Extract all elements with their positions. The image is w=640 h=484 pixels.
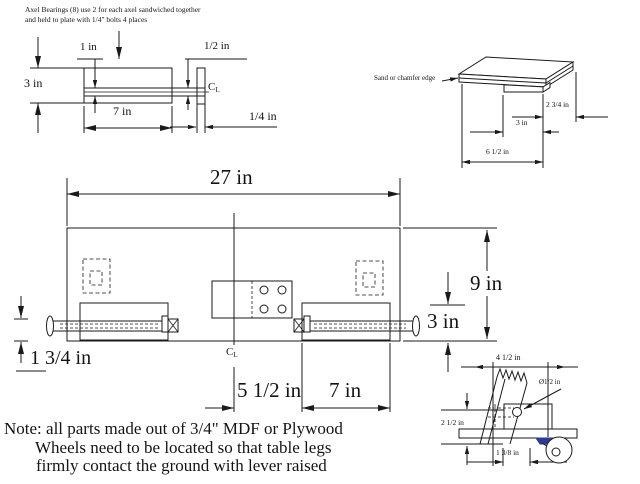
iso-callout: Sand or chamfer edge	[374, 74, 436, 82]
caster-dim-hole: Ø1/2 in	[539, 378, 561, 386]
front-centerline-symbol: CL	[226, 347, 238, 359]
front-view-drawing	[14, 178, 497, 412]
front-dim-block-length: 7 in	[329, 378, 362, 402]
caster-dim-height: 2 1/2 in	[441, 418, 464, 427]
centerline-c: C	[226, 346, 234, 358]
side-dim-length: 7 in	[113, 104, 132, 118]
centerline-c: C	[208, 81, 216, 93]
iso-dim-overhang: 2 3/4 in	[546, 100, 569, 109]
side-view-drawing	[30, 31, 277, 133]
front-dim-axle-offset: 1 3/4 in	[30, 347, 92, 369]
side-centerline-symbol: CL	[208, 82, 220, 94]
centerline-l: L	[233, 350, 238, 359]
front-dim-center-to-block: 5 1/2 in	[237, 378, 302, 402]
iso-dim-width: 6 1/2 in	[486, 147, 509, 156]
material-note: Note: all parts made out of 3/4" MDF or …	[4, 419, 343, 438]
side-dim-plate: 1/4 in	[249, 109, 277, 123]
bearing-note-line2: and held to plate with 1/4" bolts 4 plac…	[25, 15, 148, 24]
bearing-note-line1: Axel Bearings (8) use 2 for each axel sa…	[25, 5, 201, 14]
caster-dim-wheel-offset: 1 3/8 in	[496, 448, 519, 457]
side-dim-hole: 1/2 in	[204, 40, 230, 52]
front-dim-width: 27 in	[210, 165, 253, 189]
iso-dim-block: 3 in	[516, 118, 528, 127]
front-dim-axle-zone: 3 in	[427, 309, 460, 333]
side-dim-top: 1 in	[80, 41, 97, 53]
wheels-note-line2: firmly contact the ground with lever rai…	[36, 456, 327, 475]
centerline-l: L	[215, 85, 220, 94]
front-dim-height: 9 in	[470, 271, 503, 295]
side-dim-height: 3 in	[24, 76, 43, 90]
wheels-note-line1: Wheels need to be located so that table …	[35, 438, 332, 457]
iso-view-drawing	[441, 56, 608, 168]
caster-view-drawing	[441, 362, 578, 466]
caster-dim-width: 4 1/2 in	[496, 353, 521, 362]
